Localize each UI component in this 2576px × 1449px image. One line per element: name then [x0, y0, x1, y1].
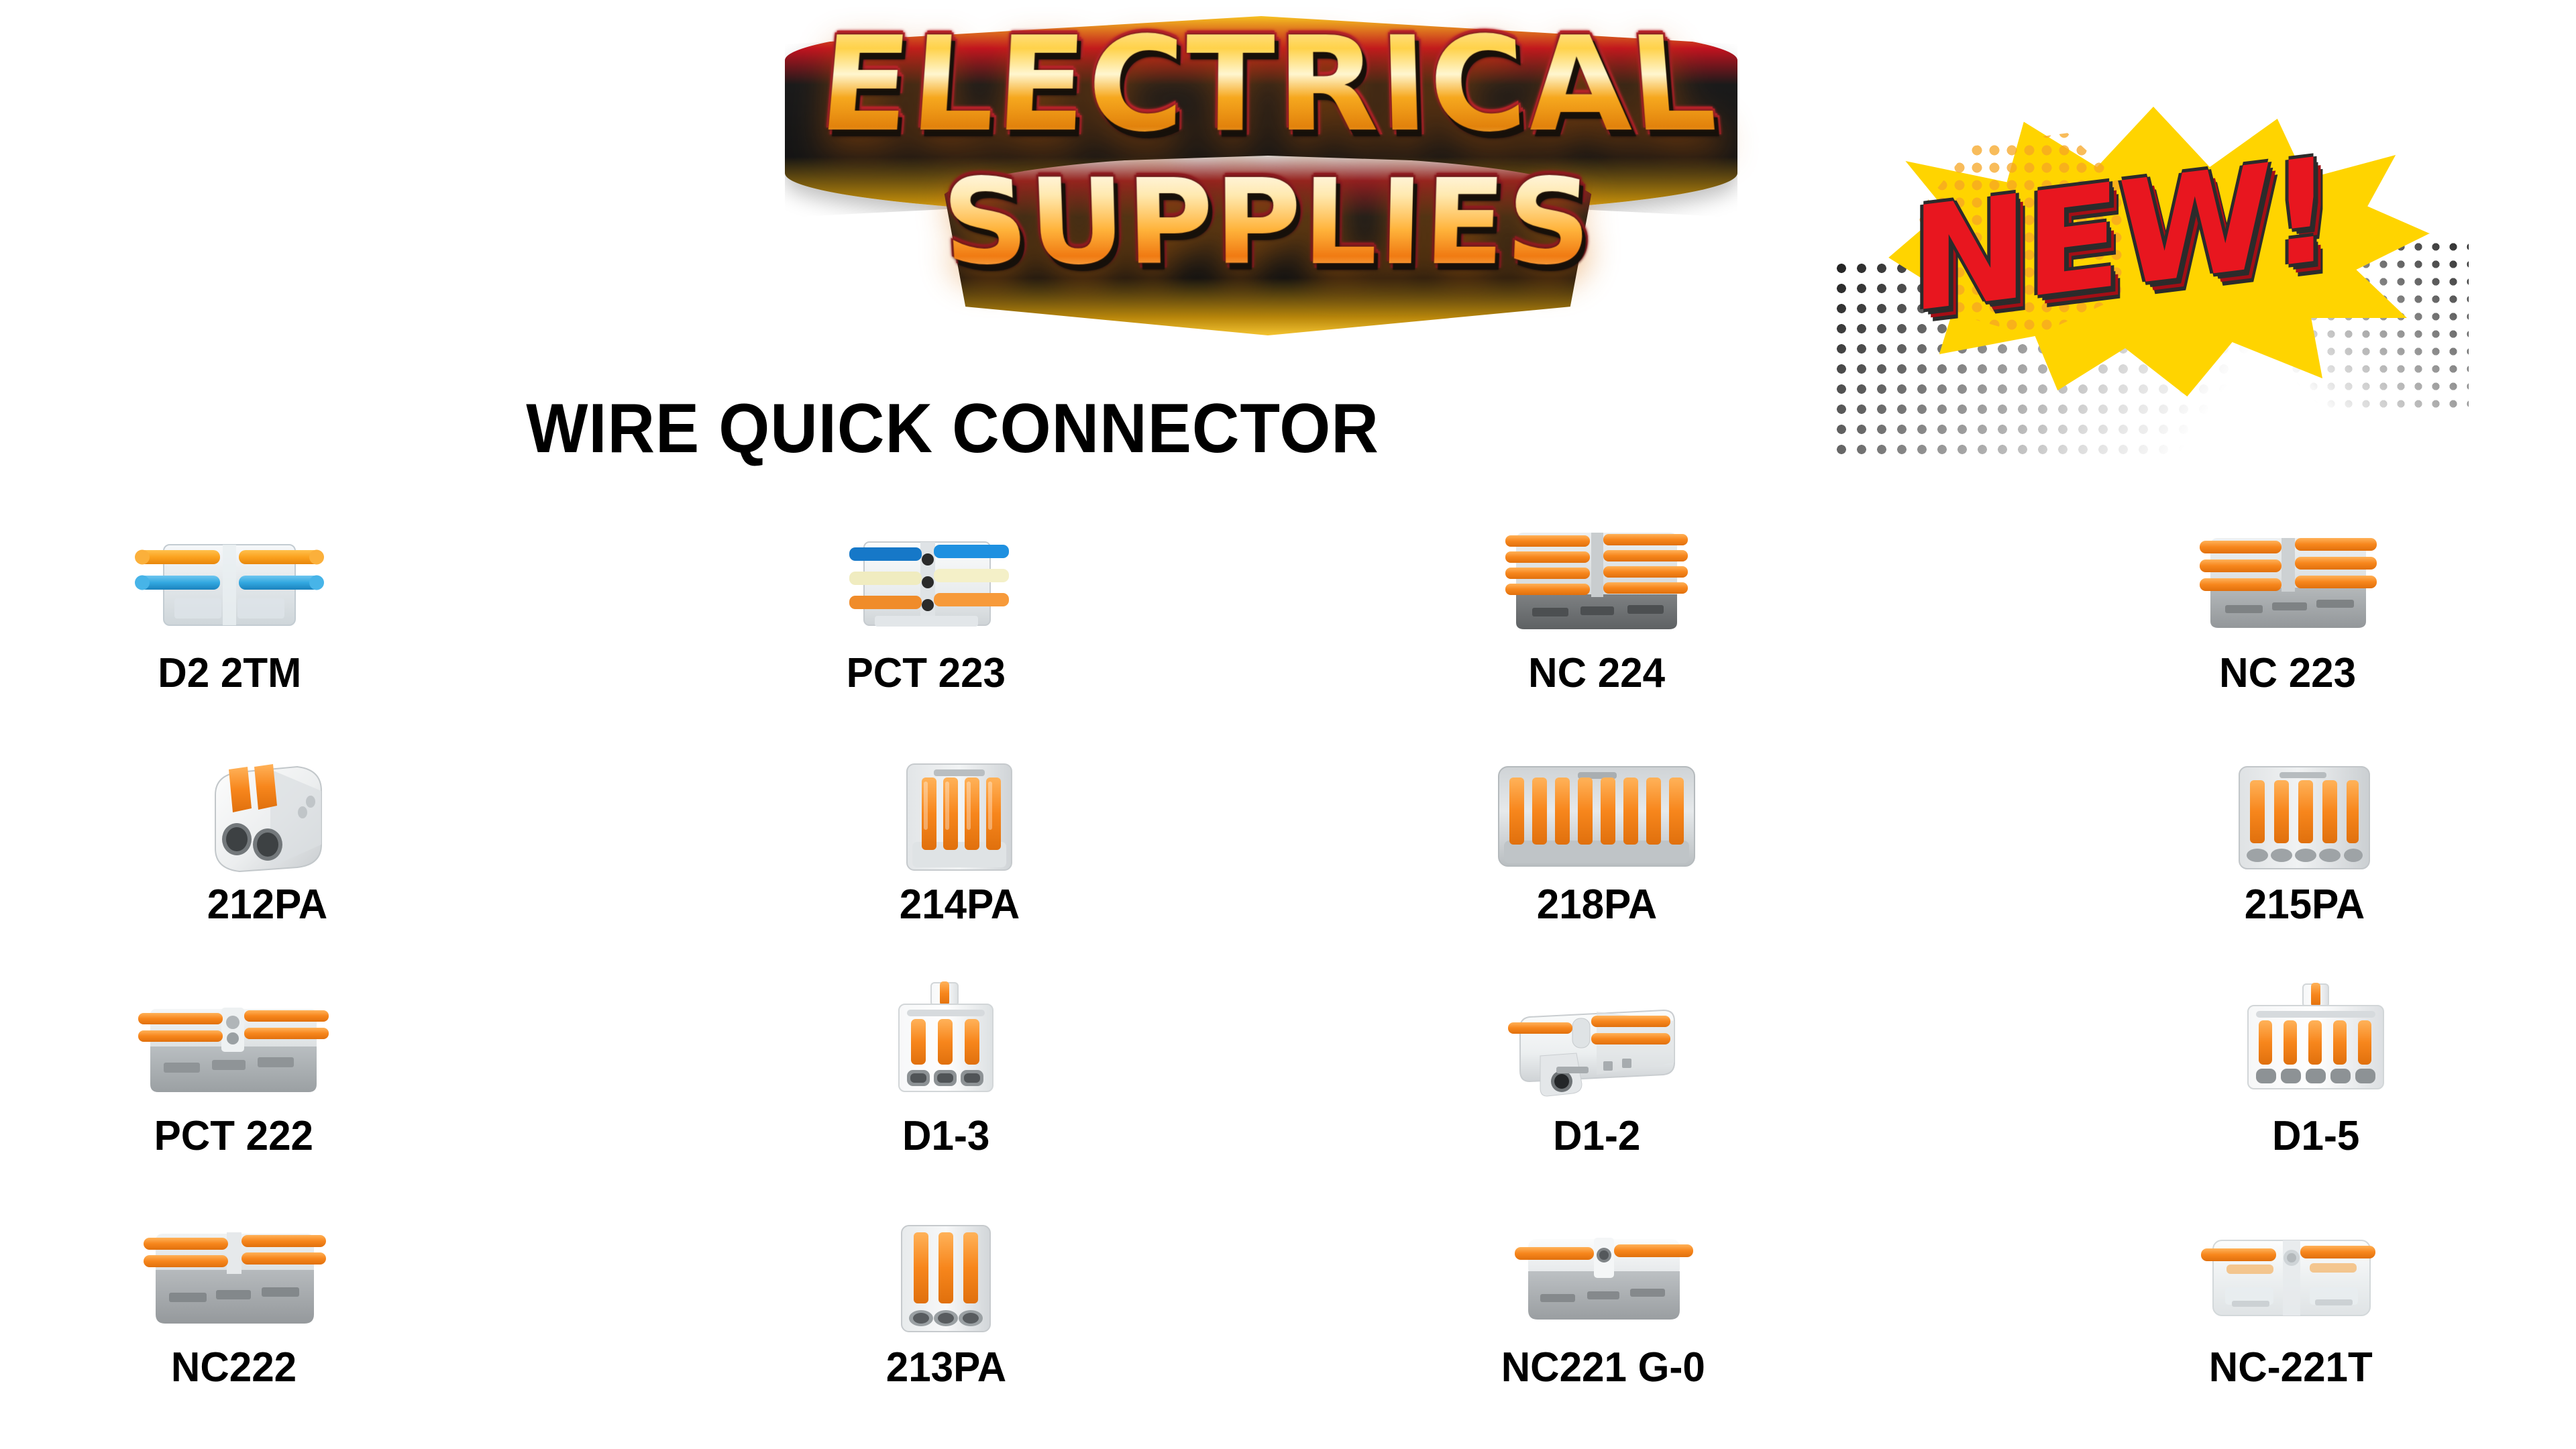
product-label: NC221 G-0 [1501, 1344, 1706, 1391]
product-label: NC 223 [2219, 650, 2356, 696]
product-card-215pa[interactable]: 215PA [1932, 755, 2576, 986]
connector-image-nc-221t [1969, 1224, 2576, 1345]
connector-image-nc222 [0, 1222, 555, 1342]
connector-image-d1-5 [1994, 983, 2576, 1106]
connector-image-pct-223 [604, 526, 1248, 647]
connector-image-212pa [0, 759, 589, 879]
electrical-supplies-logo: ELECTRICAL SUPPLIES [758, 7, 1778, 369]
connector-image-d1-3 [624, 981, 1268, 1104]
product-label: NC 224 [1528, 650, 1665, 696]
connector-image-214pa [637, 757, 1281, 878]
connector-image-nc221-g-0 [1281, 1223, 1925, 1344]
page-title: WIRE QUICK CONNECTOR [526, 390, 1379, 468]
product-card-pct-222[interactable]: PCT 222 [0, 986, 644, 1218]
product-label: 215PA [2244, 881, 2365, 928]
logo-line-supplies: SUPPLIES [753, 154, 1783, 290]
product-label: 214PA [899, 881, 1020, 928]
product-label: D1-3 [902, 1113, 990, 1159]
logo-line-electrical: ELECTRICAL [751, 10, 1784, 162]
product-card-d1-3[interactable]: D1-3 [644, 981, 1288, 1218]
product-card-pct-223[interactable]: PCT 223 [644, 523, 1288, 755]
product-card-nc-224[interactable]: NC 224 [1288, 523, 1932, 755]
product-label: 213PA [885, 1344, 1006, 1391]
page-header: ELECTRICAL SUPPLIES NEW! WIRE QUICK CONN… [0, 0, 2576, 510]
connector-image-nc-224 [1275, 523, 1919, 644]
product-label: PCT 223 [846, 650, 1006, 696]
product-card-nc221-g-0[interactable]: NC221 G-0 [1288, 1218, 1932, 1449]
product-card-213pa[interactable]: 213PA [644, 1218, 1288, 1449]
connector-image-218pa [1275, 756, 1919, 877]
connector-image-213pa [624, 1219, 1268, 1340]
new-burst-badge: NEW! [1825, 37, 2469, 473]
product-card-212pa[interactable]: 212PA [0, 755, 644, 986]
product-card-218pa[interactable]: 218PA [1288, 755, 1932, 986]
product-card-214pa[interactable]: 214PA [644, 755, 1288, 986]
logo-banner-lower [939, 156, 1597, 335]
connector-image-nc-223 [1966, 525, 2576, 645]
connector-image-pct-222 [0, 991, 555, 1112]
product-card-d1-5[interactable]: D1-5 [1932, 983, 2576, 1218]
product-label: D2 2TM [158, 650, 301, 696]
product-card-d1-2[interactable]: D1-2 [1288, 986, 1932, 1218]
product-card-nc222[interactable]: NC222 [0, 1218, 644, 1449]
product-label: NC-221T [2209, 1344, 2373, 1391]
connector-image-d1-2 [1275, 990, 1919, 1111]
product-grid: D2 2TM [0, 523, 2576, 1449]
product-card-nc-221t[interactable]: NC-221T [1932, 1218, 2576, 1449]
product-label: D1-2 [1552, 1113, 1641, 1159]
product-label: 218PA [1536, 881, 1657, 928]
product-label: 212PA [207, 881, 327, 928]
connector-image-d2-2tm [0, 525, 551, 645]
product-card-d2-2tm[interactable]: D2 2TM [0, 523, 644, 755]
product-label: NC222 [170, 1344, 297, 1391]
product-label: PCT 222 [154, 1113, 313, 1159]
product-card-nc-223[interactable]: NC 223 [1932, 523, 2576, 755]
product-label: D1-5 [2271, 1113, 2360, 1159]
connector-image-215pa [1982, 757, 2576, 878]
